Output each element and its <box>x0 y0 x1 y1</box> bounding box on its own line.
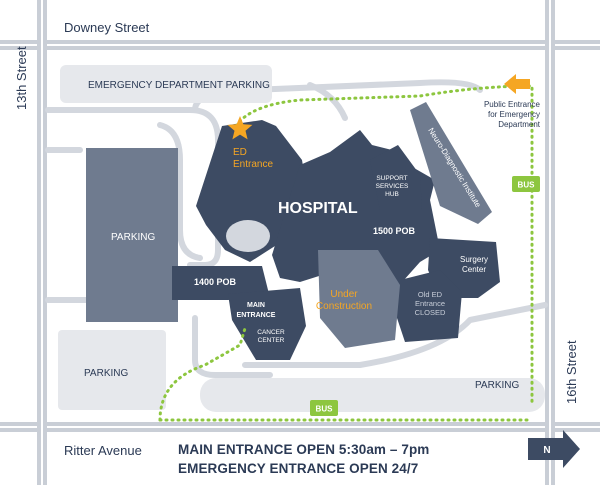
old-ed-line-3: CLOSED <box>415 308 446 317</box>
under-construction-building <box>318 250 400 348</box>
route-bus-to-main <box>158 323 248 422</box>
old-ed-line-1: Old ED <box>418 290 443 299</box>
downey-street-label: Downey Street <box>64 20 150 35</box>
main-entrance-line-2: ENTRANCE <box>237 312 276 319</box>
under-construction-line-1: Under <box>330 289 358 300</box>
main-entrance-hours: MAIN ENTRANCE OPEN 5:30am – 7pm <box>178 442 430 457</box>
ed-entrance-line-2: Entrance <box>233 159 273 170</box>
bus-stop-south-label: BUS <box>316 405 334 414</box>
support-services-hub <box>370 145 422 210</box>
old-ed-building <box>395 270 462 342</box>
emergency-parking-lot <box>60 65 272 103</box>
public-entrance-arrow-icon <box>504 74 530 94</box>
emergency-parking-label: EMERGENCY DEPARTMENT PARKING <box>88 80 270 91</box>
bus-stop-east: BUS <box>512 176 540 192</box>
north-arrow-icon <box>528 430 580 468</box>
bus-stop-east-sign <box>512 176 540 192</box>
buildings <box>86 102 500 360</box>
drive-north-spur <box>307 82 348 121</box>
west-parking-garage <box>86 148 178 322</box>
1400-pob-building <box>172 266 270 300</box>
hospital-label: HOSPITAL <box>278 200 358 217</box>
main-entrance-wing <box>228 288 306 360</box>
ed-entrance-star-icon <box>227 116 253 140</box>
13th-street-label: 13th Street <box>14 46 29 110</box>
surgery-center-line-2: Center <box>462 265 486 274</box>
bus-stop-east-label: BUS <box>518 181 536 190</box>
cancer-center-line-2: CENTER <box>258 337 285 344</box>
under-construction-label: Under Construction <box>316 289 372 312</box>
old-ed-label: Old ED Entrance CLOSED <box>415 290 446 317</box>
public-entrance-line-2: for Emergency <box>488 110 540 119</box>
support-services-label: SUPPORT SERVICES HUB <box>376 175 409 198</box>
hospital-building <box>196 120 305 262</box>
north-compass: N <box>528 430 580 468</box>
drive-west-inner <box>157 122 203 261</box>
hours-notice: MAIN ENTRANCE OPEN 5:30am – 7pm EMERGENC… <box>178 440 478 478</box>
public-entrance-line-1: Public Entrance <box>484 100 541 109</box>
bus-stop-south: BUS <box>310 400 338 416</box>
parking-lots <box>58 65 545 412</box>
16th-street-label: 16th Street <box>564 340 579 404</box>
cancer-center-label: CANCER CENTER <box>257 329 285 344</box>
drive-cancer <box>192 315 273 378</box>
surgery-center-line-1: Surgery <box>460 255 488 264</box>
under-construction-line-2: Construction <box>316 301 372 312</box>
drive-south <box>242 302 548 368</box>
emergency-entrance-hours: EMERGENCY ENTRANCE OPEN 24/7 <box>178 461 419 476</box>
southeast-parking-lot <box>200 378 545 412</box>
southwest-parking-label: PARKING <box>84 368 128 379</box>
cancer-center-line-1: CANCER <box>257 329 285 336</box>
west-parking-label: PARKING <box>111 232 155 243</box>
support-services-line-1: SUPPORT <box>376 175 407 182</box>
1400-pob-label: 1400 POB <box>194 277 237 287</box>
neuro-diagnostic-institute <box>410 102 492 224</box>
ed-entrance-line-1: ED <box>233 147 247 158</box>
bus-stop-south-sign <box>310 400 338 416</box>
southwest-parking-lot <box>58 330 166 410</box>
ritter-avenue-label: Ritter Avenue <box>64 443 142 458</box>
southeast-parking-label: PARKING <box>475 380 519 391</box>
old-ed-line-2: Entrance <box>415 299 445 308</box>
1500-pob-label: 1500 POB <box>373 226 416 236</box>
public-entrance-label: Public Entrance for Emergency Department <box>484 100 541 129</box>
surgery-center-label: Surgery Center <box>460 255 488 274</box>
ed-entrance-label: ED Entrance <box>233 147 273 170</box>
north-label: N <box>543 445 550 456</box>
public-entrance-line-3: Department <box>498 120 541 129</box>
support-services-line-2: SERVICES <box>376 183 409 190</box>
support-services-line-3: HUB <box>385 191 399 198</box>
courtyard <box>226 220 270 252</box>
main-entrance-label: MAIN ENTRANCE <box>237 302 276 319</box>
main-entrance-line-1: MAIN <box>247 302 265 309</box>
